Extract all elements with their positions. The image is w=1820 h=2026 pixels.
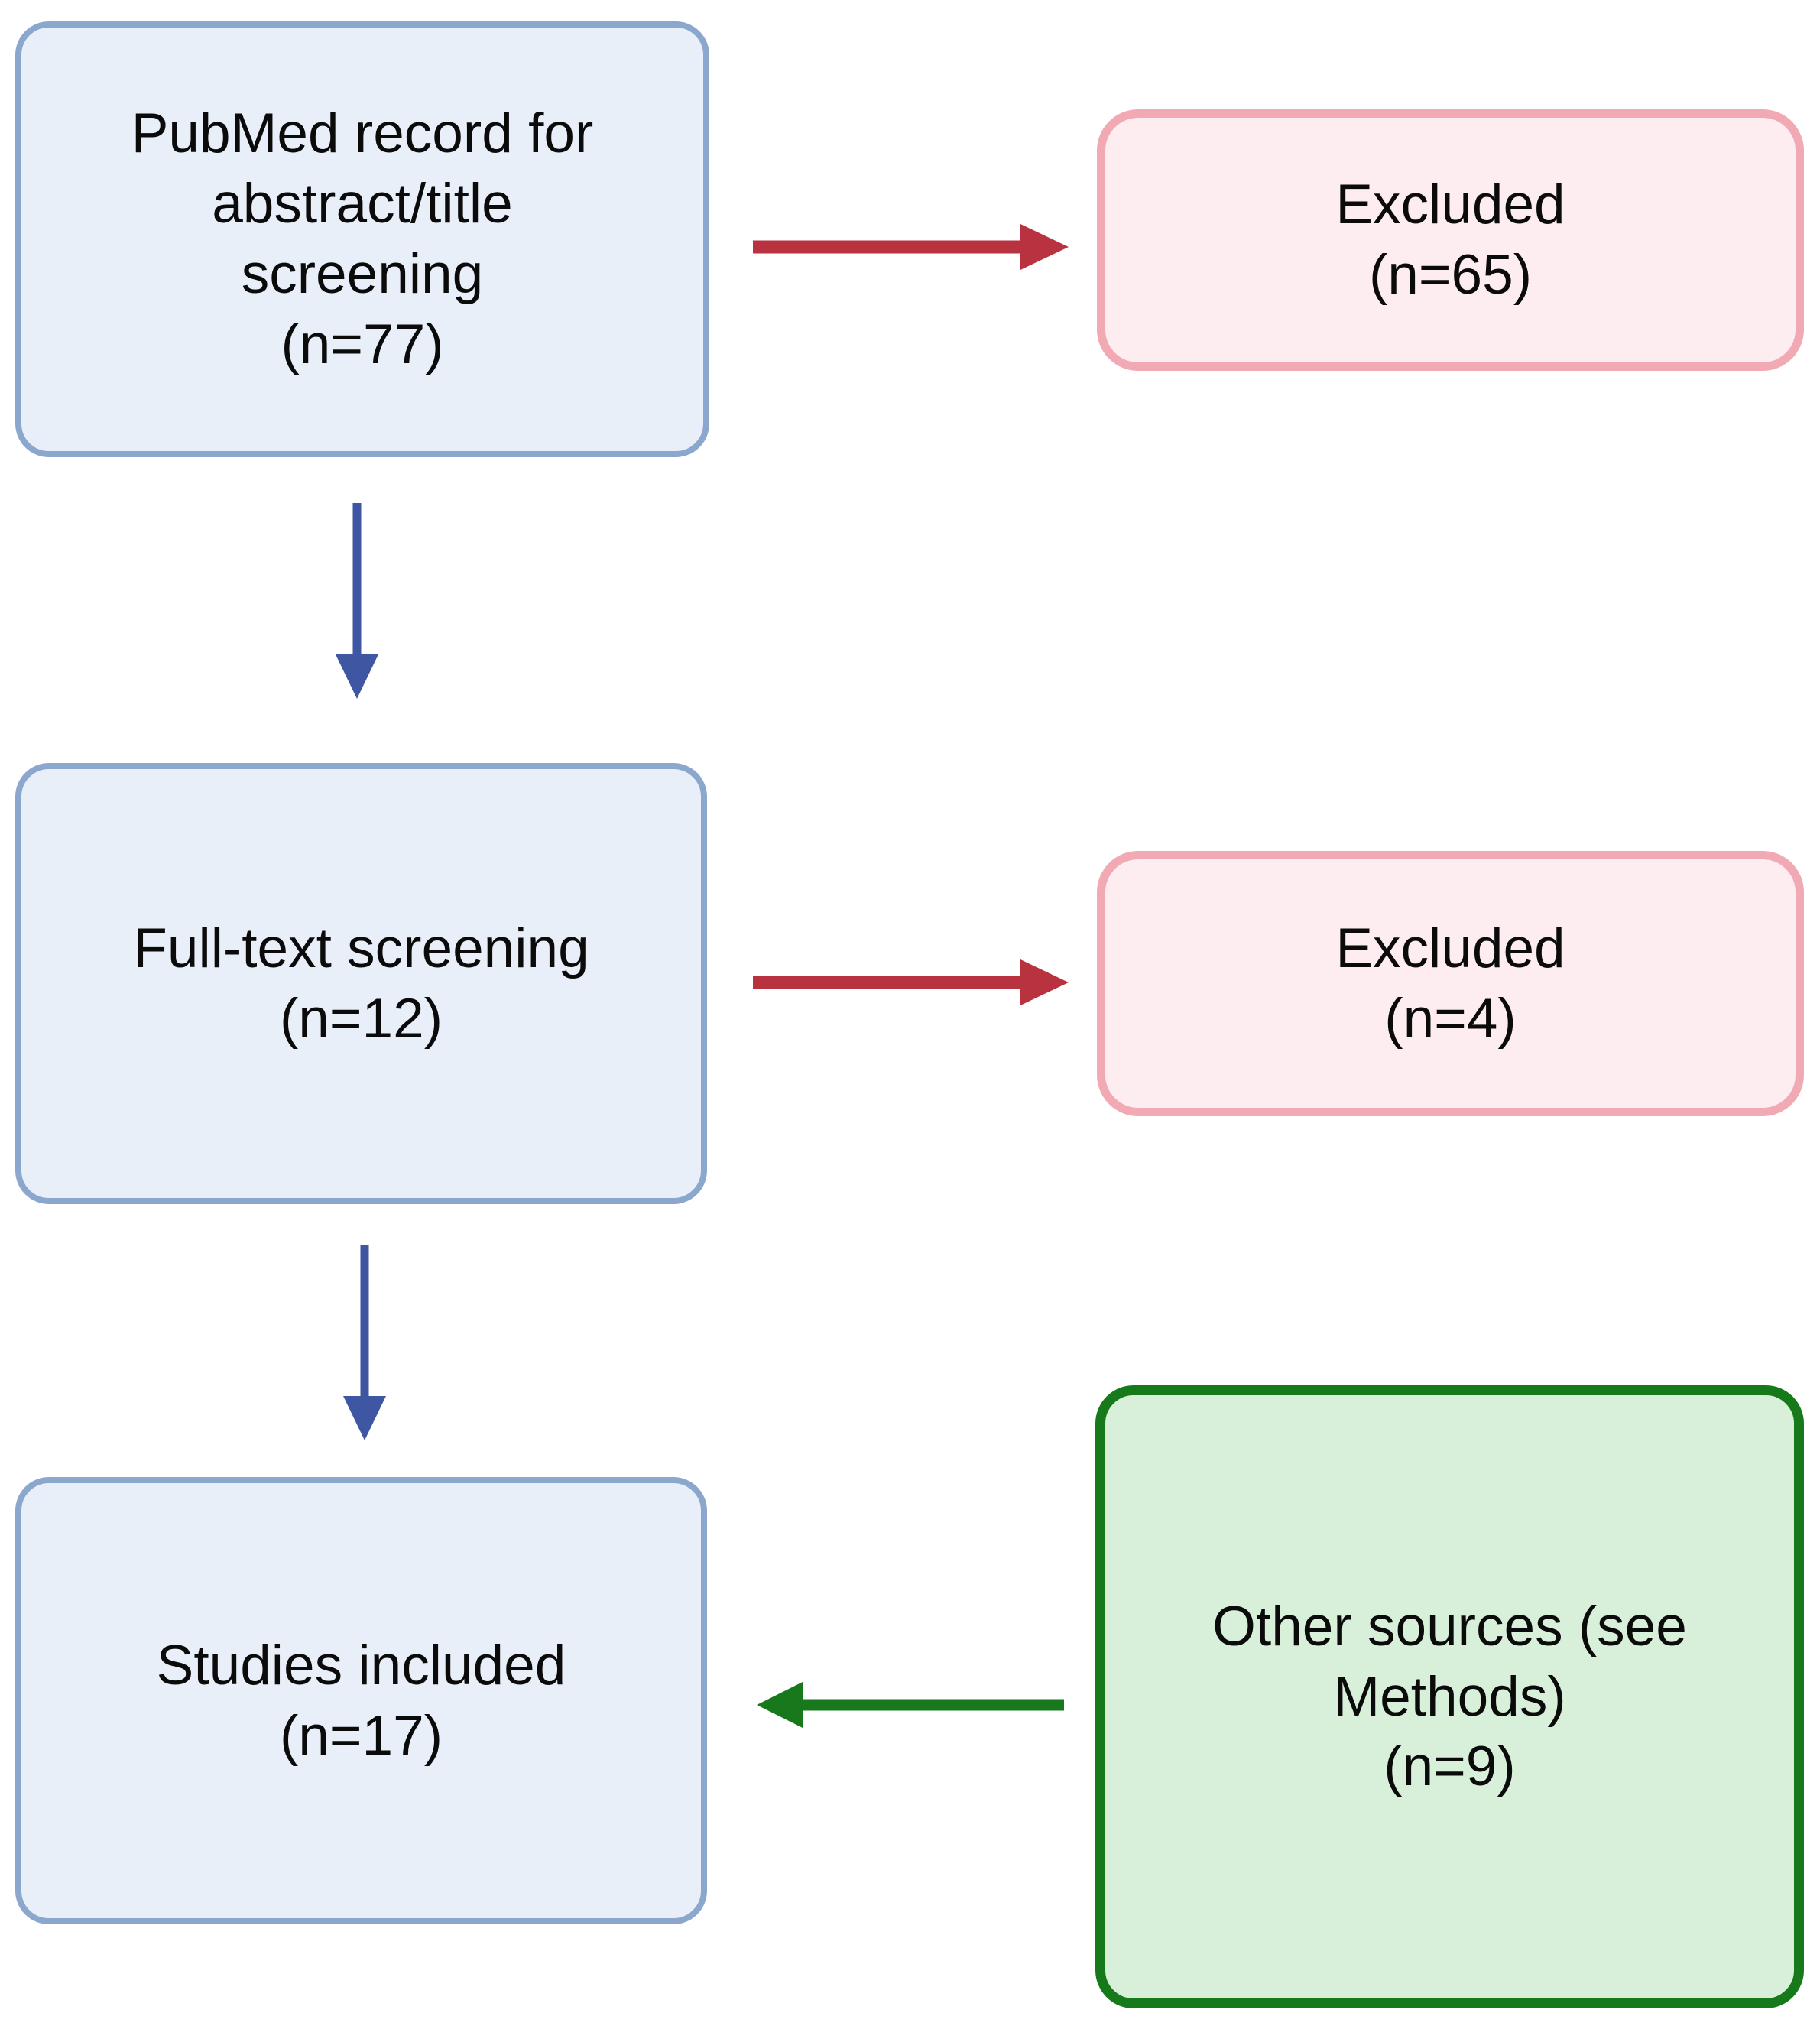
box-pubmed-screening-label: PubMed record for abstract/title screening… xyxy=(131,99,594,380)
box-label-line: PubMed record for xyxy=(131,102,594,165)
box-label-line: (n=77) xyxy=(281,313,444,375)
arrow-head xyxy=(343,1396,386,1440)
box-pubmed-screening: PubMed record for abstract/title screening… xyxy=(15,21,709,457)
arrow-pubmed-to-fulltext-icon xyxy=(336,503,378,699)
box-fulltext-screening-label: Full-text screening (n=12) xyxy=(133,914,589,1054)
box-label-line: (n=12) xyxy=(279,987,443,1050)
box-label-line: Other sources (see xyxy=(1212,1595,1687,1657)
arrow-other-to-included-icon xyxy=(757,1682,1064,1728)
arrow-head xyxy=(1020,959,1069,1005)
box-label-line: (n=4) xyxy=(1384,987,1517,1050)
box-label-line: abstract/title xyxy=(212,173,513,235)
box-label-line: Full-text screening xyxy=(133,917,589,979)
box-label-line: (n=9) xyxy=(1384,1735,1516,1798)
box-studies-included: Studies included (n=17) xyxy=(15,1477,707,1924)
box-label-line: Studies included xyxy=(156,1634,566,1696)
arrow-pubmed-to-excluded-icon xyxy=(753,224,1069,270)
arrow-head xyxy=(757,1682,803,1728)
box-label-line: (n=17) xyxy=(279,1704,443,1767)
box-excluded-abstract: Excluded (n=65) xyxy=(1097,109,1804,371)
arrow-fulltext-to-included-icon xyxy=(343,1245,386,1440)
arrow-fulltext-to-excluded-icon xyxy=(753,959,1069,1005)
box-excluded-fulltext: Excluded (n=4) xyxy=(1097,851,1804,1116)
box-fulltext-screening: Full-text screening (n=12) xyxy=(15,763,707,1204)
box-label-line: Excluded xyxy=(1335,174,1565,236)
box-excluded-fulltext-label: Excluded (n=4) xyxy=(1335,914,1565,1054)
box-label-line: (n=65) xyxy=(1368,244,1533,306)
box-studies-included-label: Studies included (n=17) xyxy=(157,1631,566,1771)
arrow-head xyxy=(336,654,378,699)
box-label-line: Excluded xyxy=(1335,917,1565,979)
box-excluded-abstract-label: Excluded (n=65) xyxy=(1335,170,1565,310)
arrow-head xyxy=(1020,224,1069,270)
box-label-line: Methods) xyxy=(1333,1665,1566,1728)
box-label-line: screening xyxy=(241,243,484,305)
